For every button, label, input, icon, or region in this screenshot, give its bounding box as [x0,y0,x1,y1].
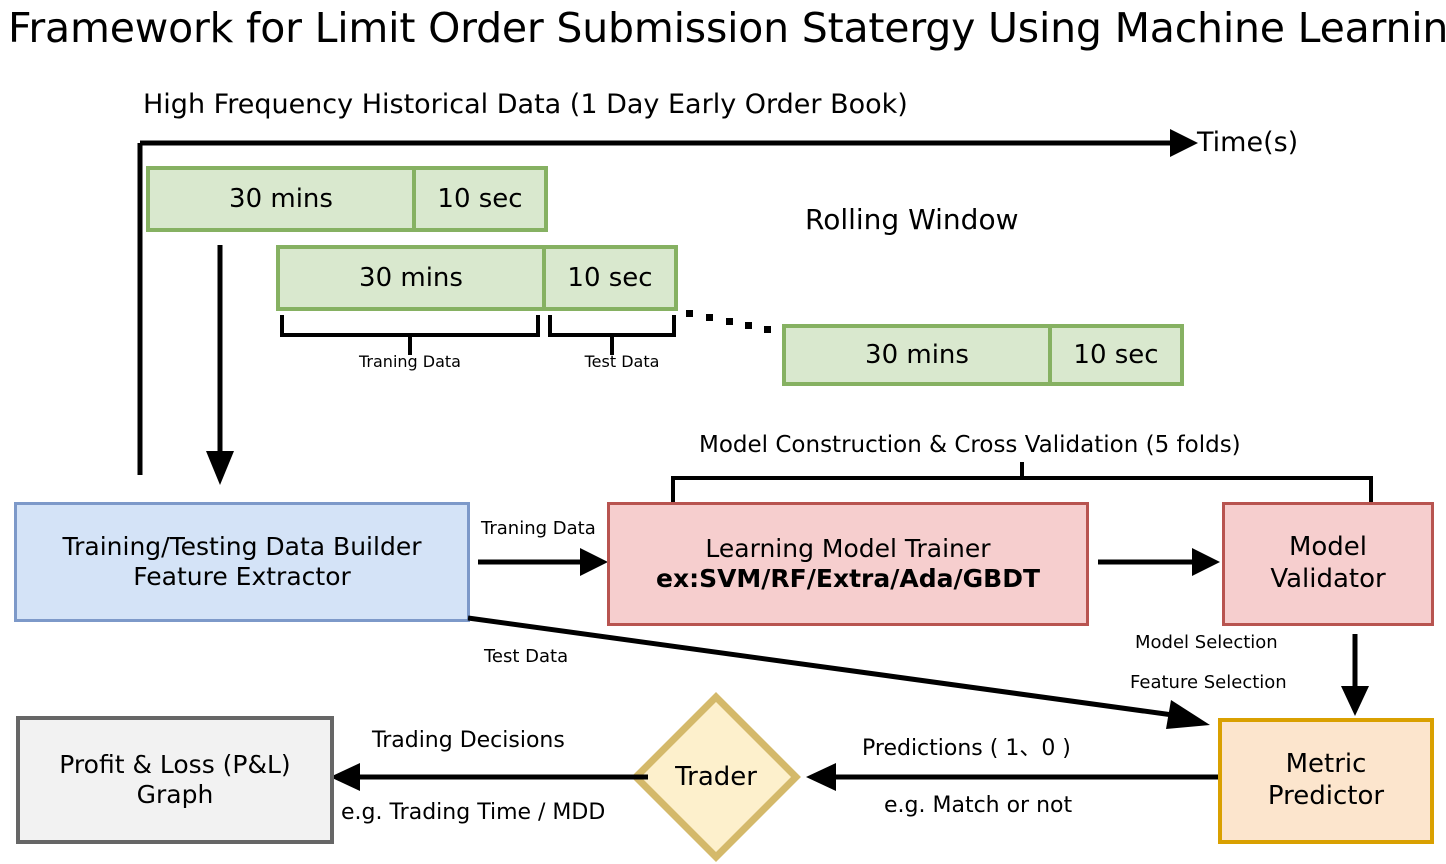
test-data-bracket [548,315,676,355]
training-data-bracket-caption: Traning Data [359,352,461,371]
node-line-2: ex:SVM/RF/Extra/Ada/GBDT [655,564,1040,593]
model-construction-label: Model Construction & Cross Validation (5… [699,432,1241,458]
model-construction-bracket [671,462,1373,502]
node-model-trainer[interactable]: Learning Model Trainer ex:SVM/RF/Extra/A… [607,502,1089,626]
timeline-subtitle: High Frequency Historical Data (1 Day Ea… [143,89,908,120]
node-trader[interactable]: Trader [631,692,801,862]
edge-label-training-data: Traning Data [481,518,596,539]
node-line-2: Validator [1270,564,1386,594]
arrow-trader-to-pnl [330,763,648,791]
arrow-metric-to-trader [806,763,1218,791]
edge-label-predictions: Predictions ( 1、0 ) [862,736,1071,761]
rolling-window-2-train: 30 mins [276,245,544,311]
node-line-1: Training/Testing Data Builder [62,531,422,561]
arrow-builder-to-trainer [478,548,608,576]
rolling-window-1-train: 30 mins [146,166,414,232]
window-test-label: 10 sec [437,184,523,214]
edge-label-feature-selection: Feature Selection [1130,672,1287,693]
rolling-window-3-test: 10 sec [1050,324,1184,386]
edge-label-trading-decisions: Trading Decisions [372,728,565,753]
node-line-1: Metric [1285,749,1367,780]
edge-label-trading-decisions-sub: e.g. Trading Time / MDD [341,800,606,825]
node-line-2: Graph [136,780,214,809]
training-data-bracket [280,315,540,355]
edge-label-predictions-sub: e.g. Match or not [884,793,1073,818]
rolling-window-label: Rolling Window [805,203,1019,236]
node-model-validator[interactable]: Model Validator [1222,502,1434,626]
node-line-2: Feature Extractor [133,562,351,591]
node-line-2: Predictor [1267,781,1385,811]
arrow-trainer-to-validator [1098,548,1220,576]
page-title: Framework for Limit Order Submission Sta… [8,4,1446,52]
ellipsis-dots [686,310,771,333]
arrow-builder-to-metric [467,615,1210,729]
edge-label-test-data: Test Data [484,646,569,667]
window-test-label: 10 sec [1073,340,1159,370]
rolling-window-1-test: 10 sec [414,166,548,232]
window-train-label: 30 mins [865,340,969,370]
timeline-to-builder-arrow [206,245,234,485]
test-data-bracket-caption: Test Data [584,352,660,371]
rolling-window-2-test: 10 sec [544,245,678,311]
time-axis-label: Time(s) [1197,127,1299,158]
node-data-builder[interactable]: Training/Testing Data Builder Feature Ex… [14,502,470,622]
window-test-label: 10 sec [567,263,653,293]
node-metric-predictor[interactable]: Metric Predictor [1218,718,1434,844]
window-train-label: 30 mins [359,263,463,293]
rolling-window-3-train: 30 mins [782,324,1050,386]
window-train-label: 30 mins [229,184,333,214]
trader-diamond-shape [631,692,801,862]
trader-label: Trader [675,762,757,792]
arrow-validator-to-metric [1341,634,1369,716]
node-line-1: Learning Model Trainer [705,533,991,563]
node-pnl-graph[interactable]: Profit & Loss (P&L) Graph [16,716,334,844]
node-line-1: Model [1288,532,1368,563]
edge-label-model-selection: Model Selection [1135,632,1278,653]
node-line-1: Profit & Loss (P&L) [59,749,291,779]
time-axis [137,129,1198,475]
